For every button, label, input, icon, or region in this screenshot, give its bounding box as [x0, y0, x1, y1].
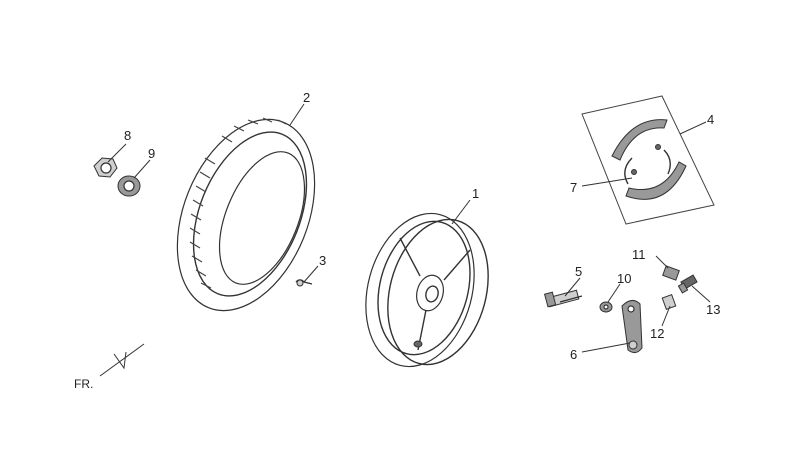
- nut-part-11: [662, 265, 680, 281]
- callout-3: 3: [319, 253, 326, 268]
- valve-part-3: [295, 279, 313, 287]
- callout-10: 10: [617, 271, 631, 286]
- leader-lines: [107, 103, 711, 353]
- washer-part-9: [117, 175, 141, 197]
- bolt-part-13: [677, 274, 698, 294]
- tire-part-2: [176, 117, 316, 312]
- callout-9: 9: [148, 146, 155, 161]
- brake-arm-part-6: [621, 300, 643, 354]
- front-direction-label: FR.: [74, 377, 93, 391]
- callout-13: 13: [706, 302, 720, 317]
- callout-11: 11: [632, 247, 646, 262]
- pin-part-12: [661, 294, 677, 310]
- callout-4: 4: [707, 112, 714, 127]
- tire-tread-pattern: [189, 117, 287, 289]
- callout-7: 7: [570, 180, 577, 195]
- wheel-rim-part-1: [365, 212, 489, 368]
- callout-8: 8: [124, 128, 131, 143]
- brake-shoe-set-part-4: [581, 95, 715, 225]
- callout-6: 6: [570, 347, 577, 362]
- brake-cam-part-5: [543, 289, 583, 308]
- nut-part-8: [93, 157, 118, 178]
- front-direction-indicator: FR.: [74, 343, 145, 391]
- callout-5: 5: [575, 264, 582, 279]
- callout-1: 1: [472, 186, 479, 201]
- washer-part-10: [599, 301, 613, 313]
- callout-12: 12: [650, 326, 664, 341]
- callout-labels: 1 2 3 4 5 6 7 8 9 10 11 12 13: [124, 90, 720, 362]
- callout-2: 2: [303, 90, 310, 105]
